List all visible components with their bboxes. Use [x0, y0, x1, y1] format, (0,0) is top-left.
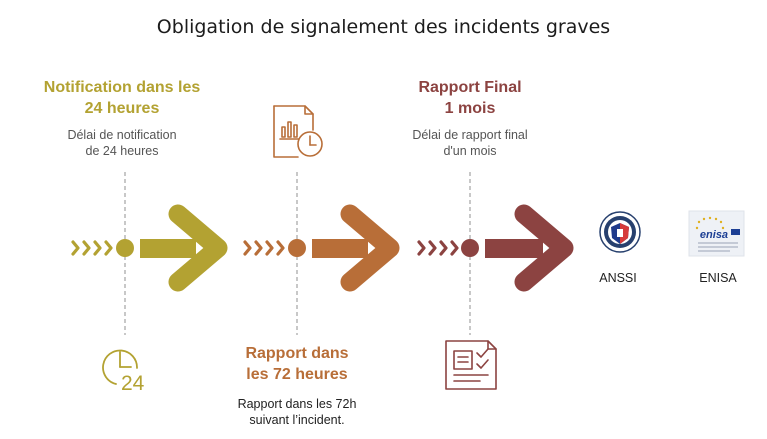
stage-1-chevrons: [71, 240, 113, 256]
stage-1-title-line-2: 24 heures: [84, 100, 160, 117]
stage-2-arrow-shaft: [312, 239, 368, 258]
clock-24-icon-text: 24: [121, 372, 145, 395]
stage-1-arrow-group: [71, 204, 228, 292]
stage-2-arrow-head: [340, 204, 400, 292]
stage-2-title-line-1: Rapport dans: [245, 345, 349, 362]
final-report-checklist-icon: [445, 340, 497, 390]
clock-24-icon: 24: [102, 349, 145, 395]
stage-1-desc-line-2: de 24 heures: [85, 144, 159, 158]
stage-3-chevrons: [417, 240, 459, 256]
stage-1-desc-line-1: Délai de notification: [67, 128, 177, 142]
enisa-logo-wordmark: enisa: [700, 229, 728, 241]
stage-2-title-line-2: les 72 heures: [246, 366, 348, 383]
stage-1-description: Délai de notification de 24 heures: [22, 127, 222, 159]
stage-2-title: Rapport dans les 72 heures: [197, 343, 397, 385]
stage-3-title: Rapport Final 1 mois: [370, 77, 570, 119]
stage-1-title: Notification dans les 24 heures: [22, 77, 222, 119]
stage-3-desc-line-1: Délai de rapport final: [412, 128, 528, 142]
anssi-logo-icon: [599, 211, 641, 253]
stage-3-title-line-2: 1 mois: [444, 100, 496, 117]
stage-1-node: [116, 239, 134, 257]
stage-2-chevrons: [243, 240, 285, 256]
stage-1-arrow-shaft: [140, 239, 196, 258]
stage-2-arrow-group: [243, 204, 400, 292]
stage-3-arrow-group: [417, 204, 574, 292]
stage-2-desc-line-2: suivant l’incident.: [249, 413, 345, 427]
stage-2-description: Rapport dans les 72h suivant l’incident.: [197, 396, 397, 428]
stage-3-arrow-shaft: [485, 239, 543, 258]
page-title: Obligation de signalement des incidents …: [156, 16, 611, 38]
enisa-logo-icon: enisa: [688, 210, 745, 257]
stage-3-arrow-head: [514, 204, 574, 292]
stage-2-desc-line-1: Rapport dans les 72h: [237, 397, 357, 411]
anssi-label: ANSSI: [599, 271, 637, 285]
stage-1-title-line-1: Notification dans les: [43, 79, 201, 96]
stage-3-desc-line-2: d'un mois: [443, 144, 497, 158]
stage-3-description: Délai de rapport final d'un mois: [370, 127, 570, 159]
stage-3-title-line-1: Rapport Final: [418, 79, 522, 96]
enisa-label: ENISA: [699, 271, 737, 285]
stage-2-node: [288, 239, 306, 257]
stage-3-node: [461, 239, 479, 257]
stage-1-arrow-head: [168, 204, 228, 292]
report-chart-clock-icon: [273, 105, 323, 158]
